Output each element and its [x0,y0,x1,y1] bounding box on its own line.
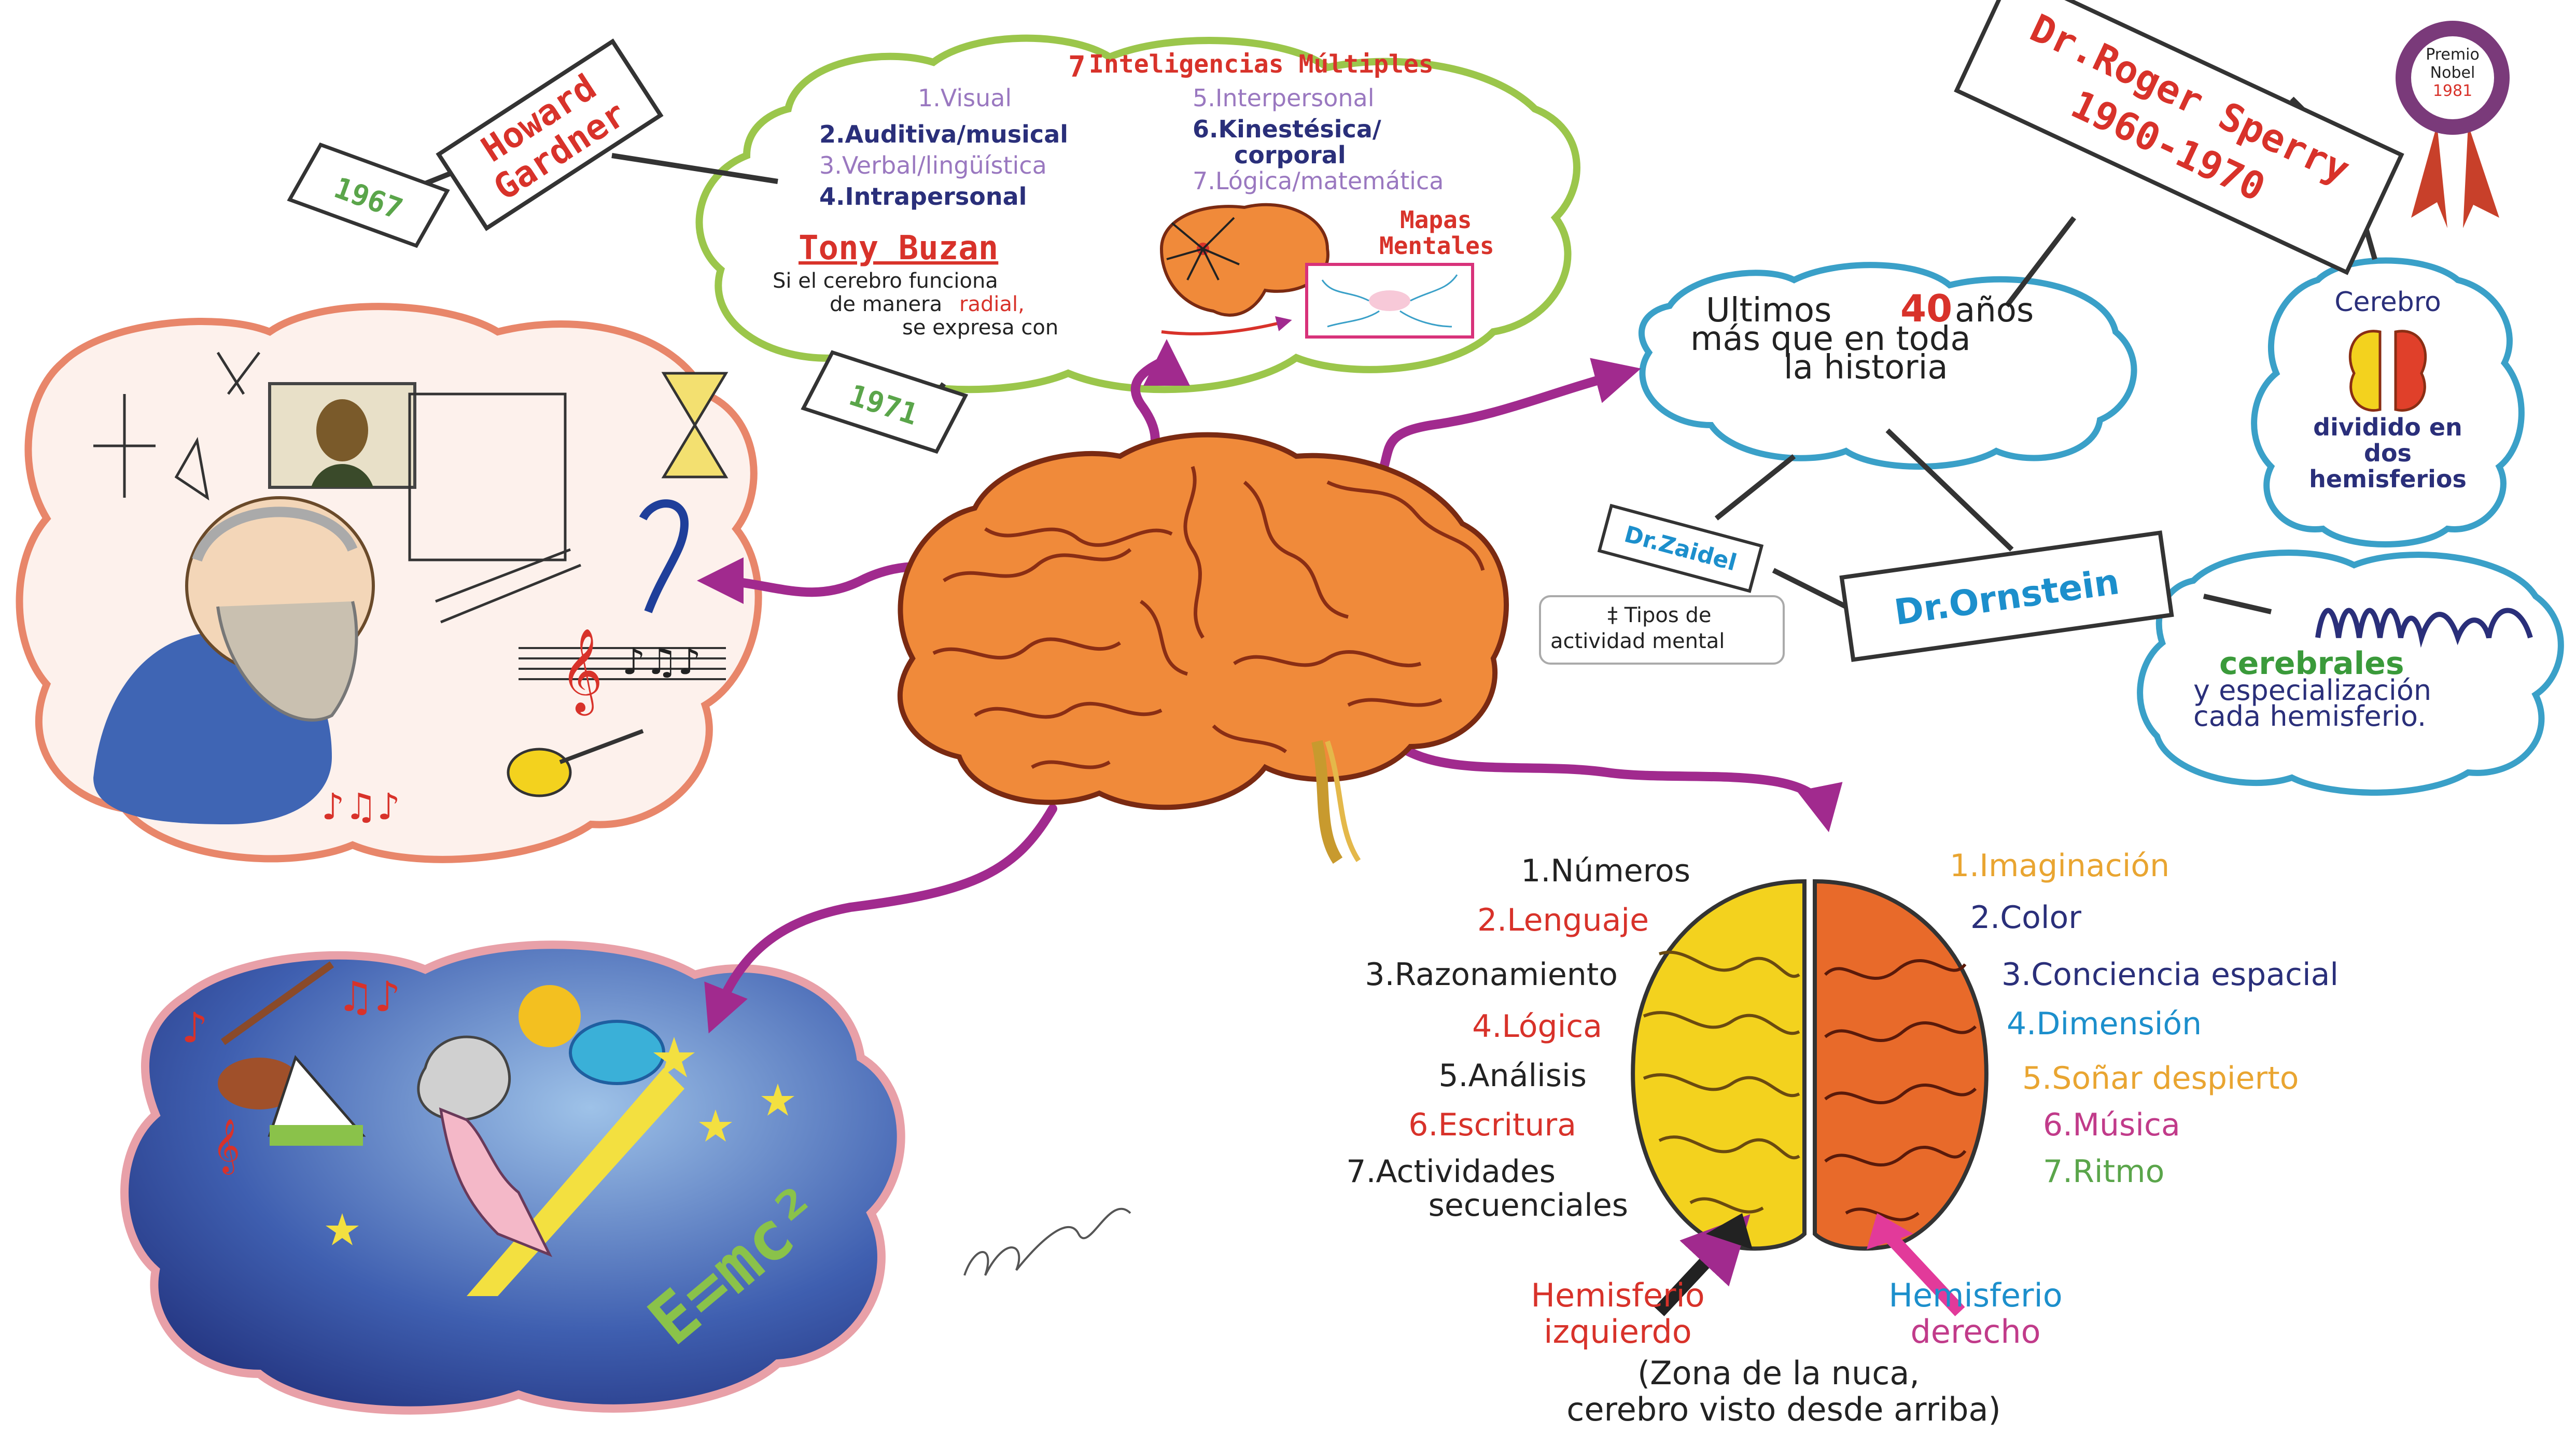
left-item-1: 1.Números [1521,853,1690,889]
svg-text:♫♪: ♫♪ [337,973,401,1021]
nobel-ribbon-icon: Premio Nobel 1981 [2396,21,2510,228]
forty-number: 40 [1900,287,1952,330]
split-brain-cloud [2251,257,2525,547]
left-hemi-label-1: Hemisferio [1531,1276,1704,1314]
caption-line1: (Zona de la nuca, [1637,1354,1920,1392]
zaidel-note-2: actividad mental [1550,629,1725,653]
prize-year: 1981 [2433,82,2472,100]
waves-line3: cada hemisferio. [2193,700,2426,733]
svg-text:♪: ♪ [181,1004,208,1052]
intelligence-1: 1.Visual [918,84,1012,112]
mind-map-thumbnail [1305,263,1474,339]
right-hemisphere-list: 1.Imaginación 2.Color 3.Conciencia espac… [1950,848,2339,1190]
forty-line2: más que en toda [1690,320,1971,358]
intelligences-number: 7 [1068,50,1086,84]
prize-line1: Premio [2426,46,2480,64]
right-pointer-arrow [1882,1229,1965,1316]
right-hemi-label-1: Hemisferio [1888,1276,2062,1314]
brainwave-icon [2315,608,2533,648]
einstein-cloud [120,940,905,1415]
intelligence-4: 4.Intrapersonal [819,182,1027,210]
intelligence-2: 2.Auditiva/musical [819,120,1068,148]
sperry-card: Dr.Roger Sperry 1960-1970 [1954,0,2404,275]
left-pointer-arrow [1654,1214,1751,1316]
forty-years-cloud [1638,262,2137,470]
left-item-3: 3.Razonamiento [1365,957,1618,993]
forty-line1a: Ultimos [1706,291,1831,330]
intelligences-title: Inteligencias Múltiples [1089,50,1434,79]
waves-line1: cerebrales [2219,645,2404,682]
right-item-4: 4.Dimensión [2007,1006,2202,1042]
left-item-4: 4.Lógica [1472,1008,1602,1045]
prize-line2: Nobel [2430,64,2475,82]
mind-maps-line2: Mentales [1379,232,1494,260]
right-item-3: 3.Conciencia espacial [2001,957,2339,993]
forty-line1b: años [1955,291,2034,330]
intelligence-3: 3.Verbal/lingüística [819,151,1047,179]
da-vinci-cloud-illustration: 𝄞 ♪♫♪ ♪♫♪ [93,352,729,828]
split-brain-line1: dividido en [2313,413,2462,441]
brain-illustration [897,432,1509,864]
red-notes-icon: ♪♫♪ [321,785,400,828]
left-item-7: 7.Actividades [1346,1154,1556,1190]
brainwave-cloud [2137,550,2564,796]
zaidel-card: Dr.Zaidel [1597,503,1764,593]
top-view-brain [1631,879,1989,1316]
right-item-7: 7.Ritmo [2043,1154,2164,1190]
ornstein-card: Dr.Ornstein [1839,530,2174,662]
mind-maps-line1: Mapas [1400,206,1472,234]
left-item-7b: secuenciales [1429,1187,1628,1224]
buzan-text-3: se expresa con [902,316,1058,340]
split-brain-line3: hemisferios [2309,465,2467,493]
right-item-6: 6.Música [2043,1107,2180,1143]
music-notes-icon: ♪♫♪ [622,640,701,683]
split-brain-icon [2348,330,2427,412]
svg-text:𝄞: 𝄞 [213,1118,240,1175]
split-brain-top: Cerebro [2334,287,2441,318]
buzan-year-tag: 1971 [801,350,969,454]
waves-line2: y especialización [2193,674,2431,707]
forty-line3: la historia [1784,348,1948,387]
right-item-5: 5.Soñar despierto [2022,1060,2299,1096]
intelligence-6a: 6.Kinestésica/ [1193,115,1381,143]
buzan-text-1: Si el cerebro funciona [773,269,998,293]
buzan-name: Tony Buzan [799,229,998,268]
zaidel-note: ‡ Tipos de actividad mental [1539,595,1785,665]
gardner-year-tag: 1967 [287,142,450,248]
right-hemi-label-2: derecho [1910,1313,2040,1351]
caption-line2: cerebro visto desde arriba) [1566,1390,2000,1428]
buzan-text-2b: radial, [959,292,1025,316]
left-item-6: 6.Escritura [1408,1107,1576,1143]
left-item-5: 5.Análisis [1438,1058,1587,1094]
buzan-text-2a: de manera [830,292,942,316]
intelligence-5: 5.Interpersonal [1193,84,1375,112]
right-item-2: 2.Color [1970,899,2081,936]
treble-clef-icon: 𝄞 [560,628,603,716]
intelligence-7: 7.Lógica/matemática [1193,167,1444,195]
left-hemi-label-2: izquierdo [1544,1313,1691,1351]
left-hemisphere-list: 1.Números 2.Lenguaje 3.Razonamiento 4.Ló… [1346,853,1690,1224]
zaidel-note-1: ‡ Tipos de [1607,603,1711,627]
split-brain-line2: dos [2364,439,2412,467]
right-item-1: 1.Imaginación [1950,848,2169,884]
gardner-card: Howard Gardner [436,38,664,231]
intelligence-6b: corporal [1234,141,1346,169]
signature [963,1207,1131,1276]
left-item-2: 2.Lenguaje [1477,902,1649,938]
